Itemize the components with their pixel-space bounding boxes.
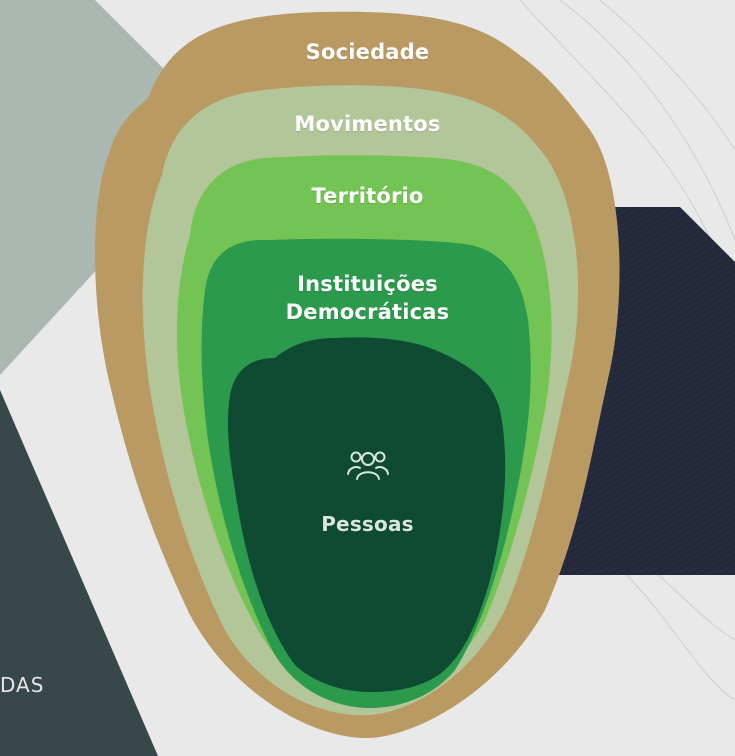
- layer-label-territorio: Território: [311, 184, 424, 208]
- left-panel-dark: [0, 390, 158, 756]
- partial-side-text: DAS: [0, 673, 45, 697]
- layer-label-instituicoes-line2: Democráticas: [285, 300, 450, 324]
- layer-label-instituicoes-line1: Instituições: [297, 272, 438, 296]
- layer-pessoas: [227, 337, 506, 692]
- layer-label-sociedade: Sociedade: [305, 40, 430, 64]
- people-group-icon: [347, 451, 389, 480]
- layer-label-movimentos: Movimentos: [294, 112, 441, 136]
- layer-label-instituicoes: Instituições Democráticas: [0, 270, 735, 326]
- layer-label-pessoas: Pessoas: [321, 512, 414, 536]
